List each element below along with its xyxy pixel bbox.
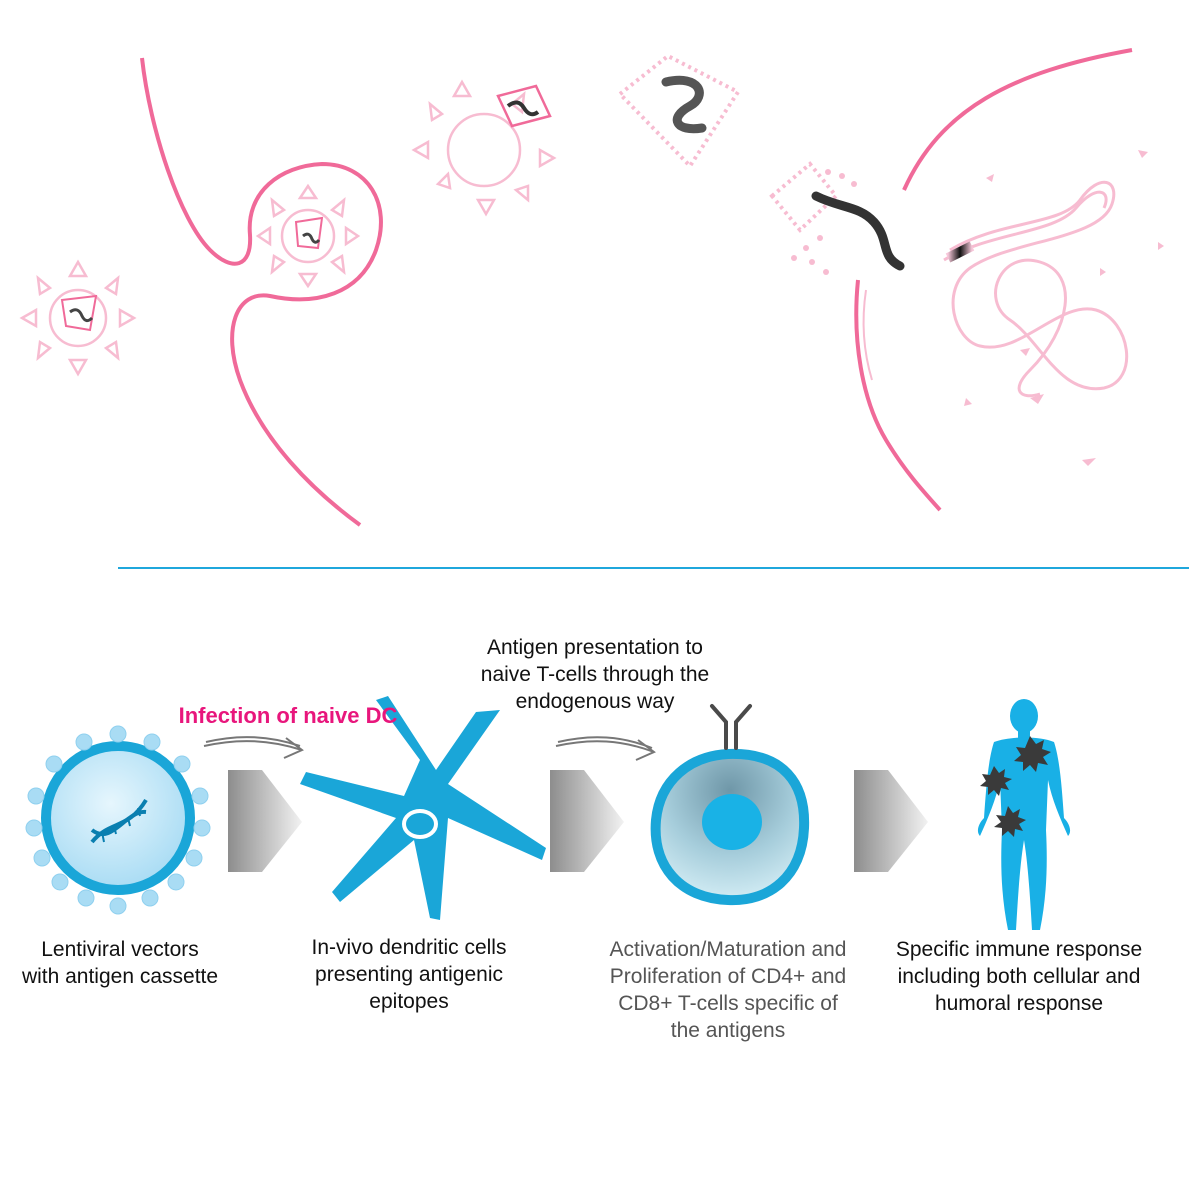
lentiviral-vector-icon — [25, 725, 211, 915]
step-label: Activation/Maturation and Proliferation … — [609, 938, 847, 1042]
curved-arrow-icon — [555, 736, 656, 761]
t-cell-receptor-icon — [710, 704, 752, 750]
infection-label: Infection of naive DC — [178, 703, 398, 728]
nucleus-icon — [964, 150, 1164, 466]
viral-capsid-icon — [411, 79, 557, 217]
virus-particle-icon — [19, 259, 137, 377]
dna-icon — [90, 798, 148, 844]
endosome-icon — [255, 183, 361, 289]
viral-capsid-icon — [617, 53, 741, 170]
curved-arrow-icon — [203, 736, 304, 759]
cell-membrane-icon — [140, 57, 383, 527]
chromosome-icon — [943, 180, 1129, 398]
t-cell-icon — [650, 704, 810, 906]
top-illustration — [19, 48, 1164, 527]
viral-capsid-icon — [769, 161, 905, 275]
step-label: Specific immune response including both … — [895, 938, 1143, 1015]
dendritic-cell-icon — [300, 696, 546, 920]
step-label: In-vivo dendritic cells presenting antig… — [311, 936, 507, 1013]
human-body-icon — [977, 699, 1071, 930]
step-arrow — [854, 770, 928, 872]
step-label: Lentiviral vectors with antigen cassette — [21, 938, 219, 988]
tumor-icon — [980, 736, 1051, 837]
step-arrow — [550, 770, 624, 872]
step-arrow — [228, 770, 302, 872]
nucleus-icon — [854, 48, 1133, 512]
presentation-label: Antigen presentation to naive T-cells th… — [480, 636, 710, 713]
